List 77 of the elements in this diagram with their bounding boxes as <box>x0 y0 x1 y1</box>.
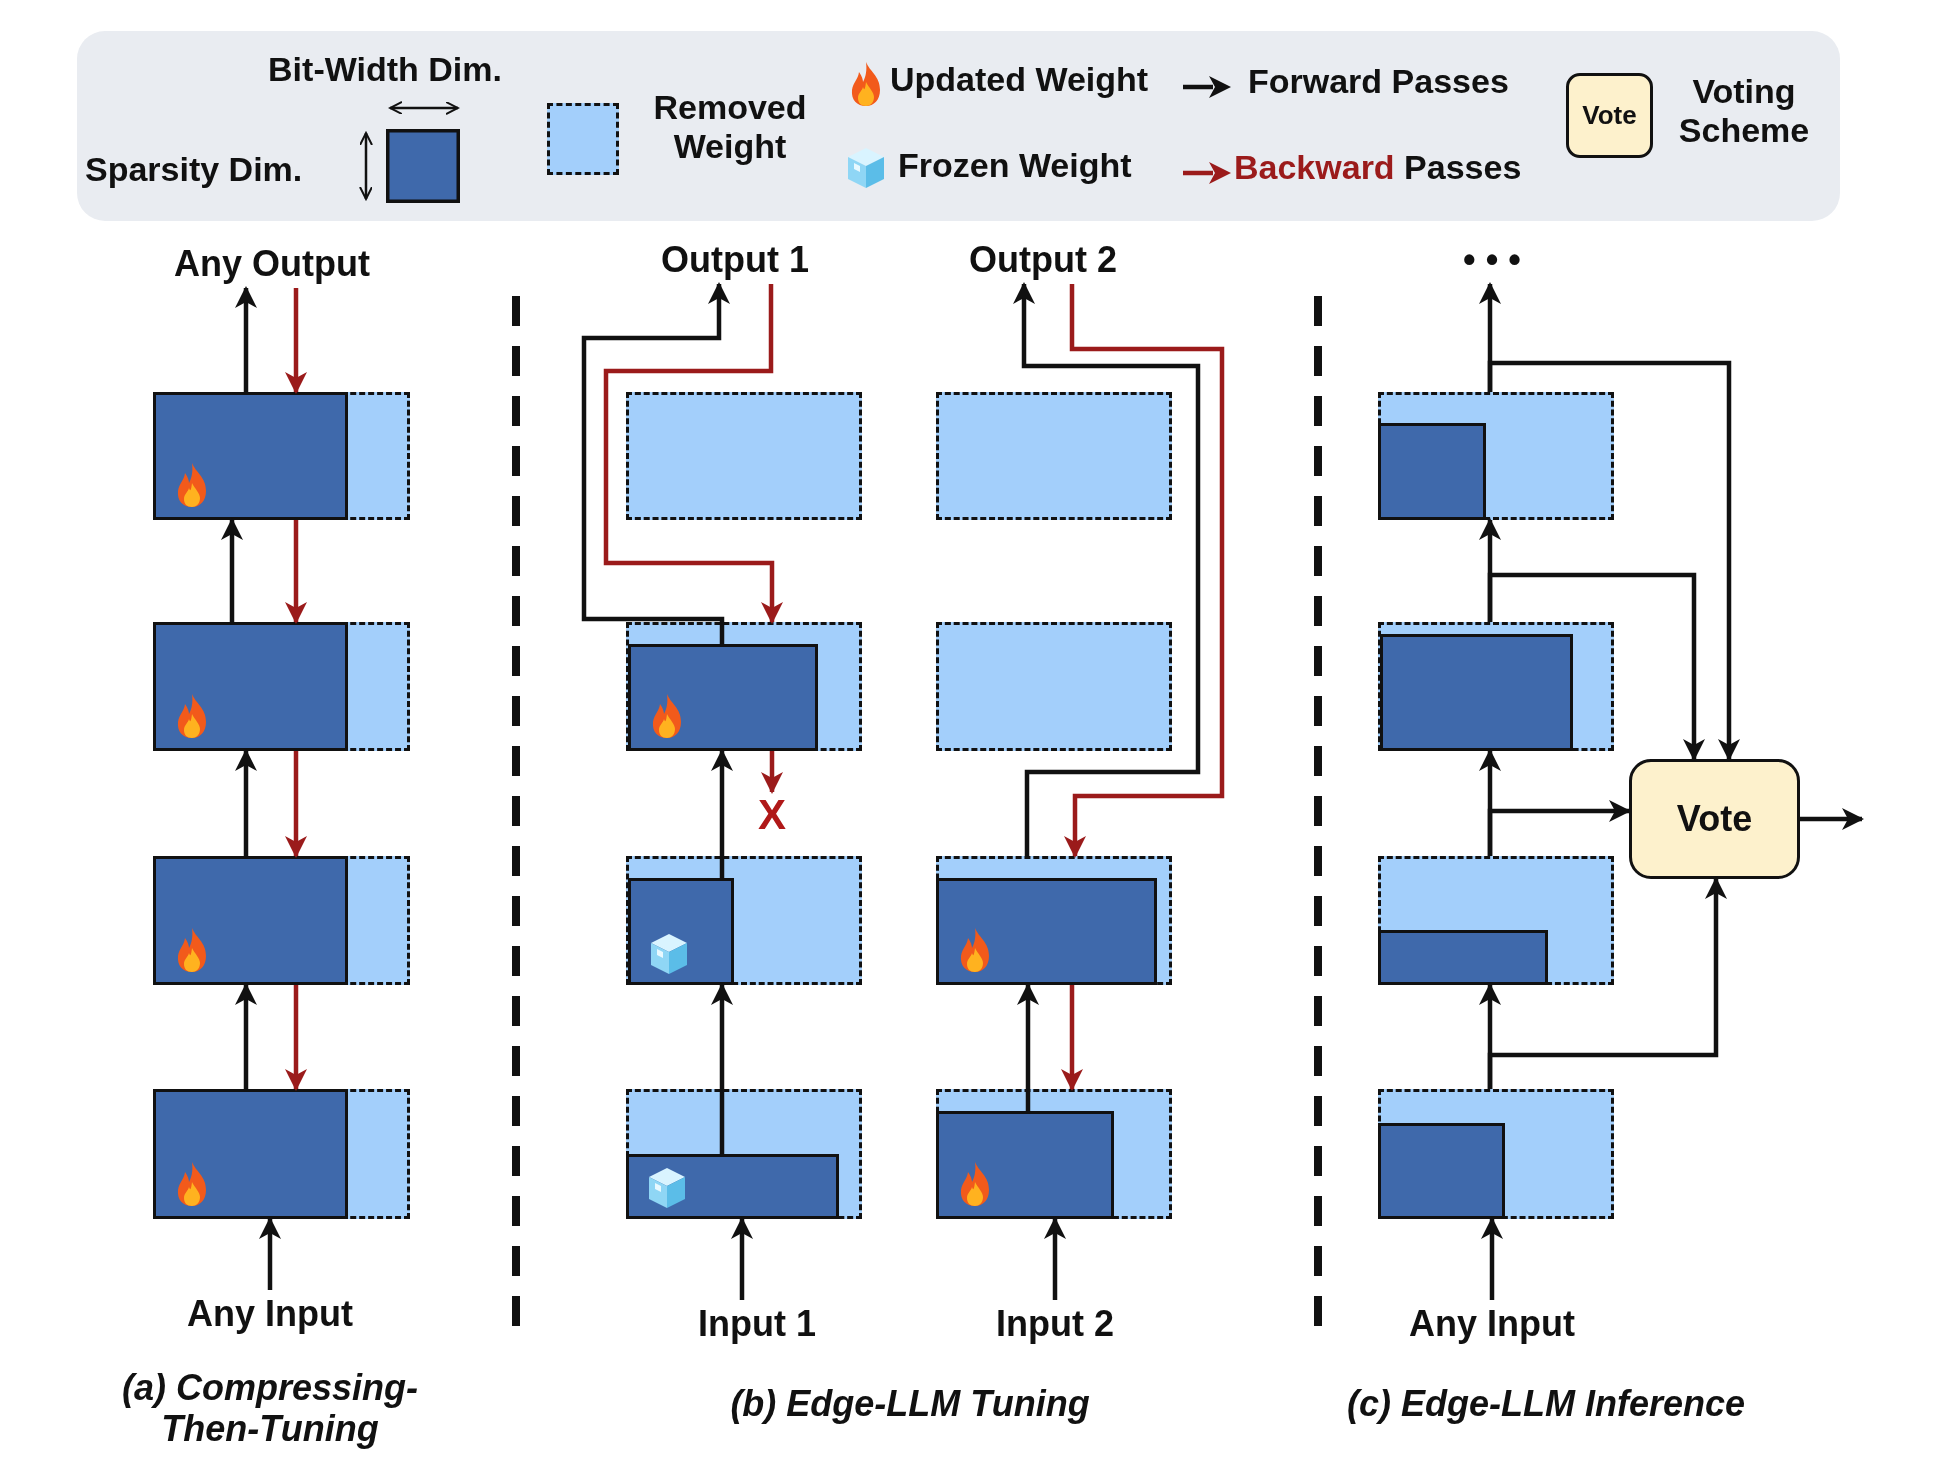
node-label: Output 1 <box>640 236 830 284</box>
weight-block <box>152 855 348 985</box>
weight-block <box>152 1088 348 1219</box>
arrow <box>235 749 257 856</box>
arrow <box>1487 360 1740 761</box>
panel-caption: (c) Edge-LLM Inference <box>1345 1382 1746 1427</box>
arrow <box>1061 985 1083 1091</box>
vote-tag: Vote <box>1566 73 1653 158</box>
arrow <box>259 1217 281 1290</box>
arrow <box>285 751 307 858</box>
dimension-label: Sparsity Dim. <box>85 150 304 190</box>
arrow <box>1487 572 1705 761</box>
arrow <box>1044 1217 1066 1300</box>
weight-block <box>627 643 818 751</box>
node-label: Any Input <box>160 1290 380 1338</box>
arrow <box>1481 1217 1503 1300</box>
arrow <box>221 518 243 622</box>
dimension-label: Bit-Width Dim. <box>267 50 503 90</box>
legend-label: Voting Scheme <box>1677 72 1811 152</box>
dashed-layer-block <box>153 622 410 751</box>
arrow <box>1017 983 1039 1111</box>
arrow <box>731 1217 753 1300</box>
arrow <box>761 751 783 794</box>
node-label: Any Input <box>1382 1300 1602 1348</box>
arrow <box>1064 284 1225 858</box>
dashed-layer-block <box>936 392 1172 520</box>
arrow <box>235 286 257 392</box>
dashed-layer-block <box>1378 392 1614 520</box>
node-label: • • • <box>1442 236 1542 284</box>
arrow <box>285 520 307 624</box>
dashed-layer-block <box>153 1089 410 1219</box>
vote-box: Vote <box>1629 759 1800 879</box>
dashed-layer-block <box>626 392 862 520</box>
dashed-layer-block <box>626 622 862 751</box>
legend-label: Updated Weight <box>890 60 1150 100</box>
dashed-layer-block <box>936 1089 1172 1219</box>
arrow <box>1013 282 1201 856</box>
node-label: Any Output <box>150 240 394 288</box>
stop-mark: X <box>752 792 792 838</box>
legend-label: Forward Passes <box>1248 62 1510 102</box>
arrow <box>581 282 730 644</box>
weight-block <box>1379 633 1573 751</box>
weight-block <box>935 877 1157 985</box>
arrow <box>235 983 257 1089</box>
dashed-layer-block <box>1378 1089 1614 1219</box>
arrow <box>603 284 783 624</box>
node-label: Input 2 <box>968 1300 1142 1348</box>
node-label: Input 1 <box>672 1300 842 1348</box>
arrow <box>1800 808 1864 830</box>
panel-caption: (b) Edge-LLM Tuning <box>729 1382 1091 1427</box>
weight-block <box>625 1153 839 1219</box>
weight-block <box>1377 1122 1505 1219</box>
node-label: Output 2 <box>945 236 1141 284</box>
dashed-layer-block <box>936 622 1172 751</box>
dashed-layer-block <box>936 856 1172 985</box>
arrow <box>285 288 307 394</box>
legend-label: Backward Passes <box>1234 148 1523 188</box>
weight-block <box>935 1110 1114 1219</box>
dashed-layer-block <box>1378 622 1614 751</box>
legend-label: Frozen Weight <box>898 146 1133 186</box>
dashed-layer-block <box>626 856 862 985</box>
dashed-layer-block <box>626 1089 862 1219</box>
dashed-layer-block <box>1378 856 1614 985</box>
arrow <box>1487 877 1727 1089</box>
panel-caption: (a) Compressing-Then-Tuning <box>120 1365 419 1451</box>
weight-block <box>152 391 348 520</box>
arrow <box>711 983 733 1154</box>
weight-block <box>1377 929 1548 985</box>
dashed-layer-block <box>153 856 410 985</box>
arrow <box>711 749 733 878</box>
arrow <box>285 985 307 1091</box>
weight-block <box>1377 422 1486 520</box>
dashed-layer-block <box>153 392 410 520</box>
weight-block <box>627 877 734 985</box>
arrow <box>1487 800 1631 856</box>
weight-block <box>152 621 348 751</box>
legend-label: Removed Weight <box>652 88 808 168</box>
